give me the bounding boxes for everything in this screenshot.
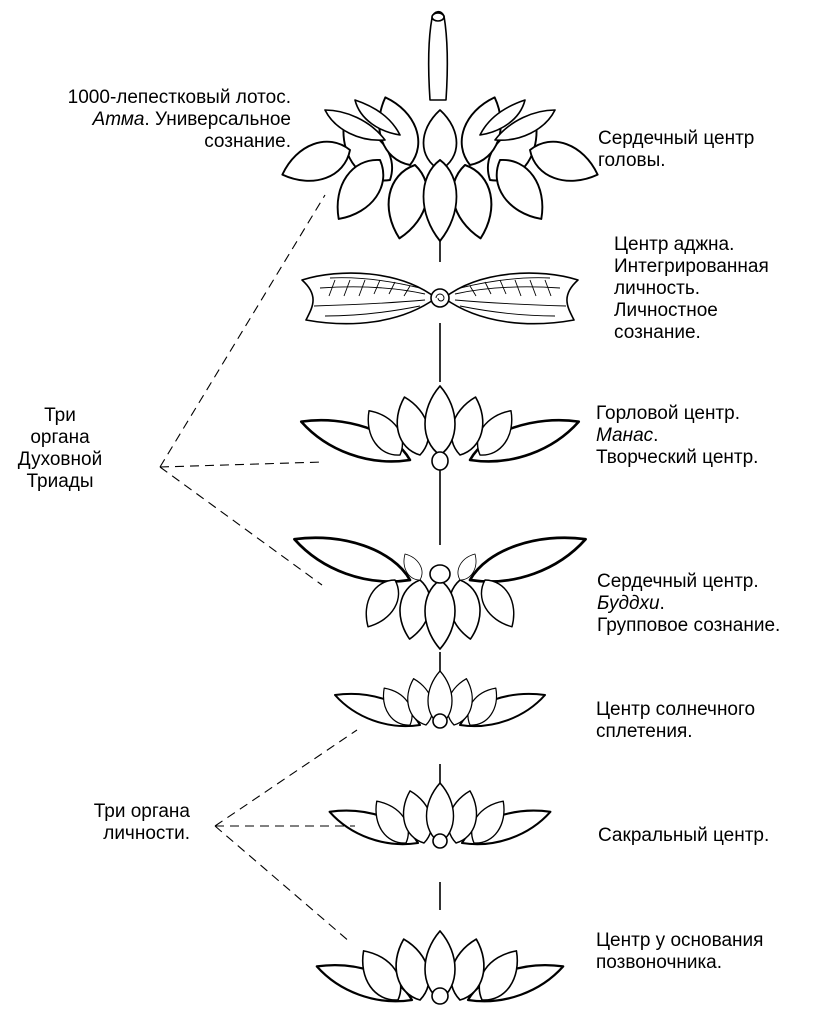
heart-lotus xyxy=(294,538,585,649)
throat-label: Горловой центр. Манас. Творческий центр. xyxy=(596,403,758,469)
heart-label: Сердечный центр. Буддхи. Групповое созна… xyxy=(597,571,780,637)
head-heart-label: Сердечный центр головы. xyxy=(598,128,754,172)
base-label: Центр у основания позвоночника. xyxy=(596,930,763,974)
crown-stem xyxy=(429,12,448,100)
triad-label: Три органа Духовной Триады xyxy=(5,405,115,493)
sacral-lotus xyxy=(330,783,551,850)
ajna-lotus xyxy=(302,273,578,324)
ajna-label: Центр аджна. Интегрированная личность. Л… xyxy=(614,234,769,344)
personality-connectors xyxy=(215,730,357,942)
crown-label: 1000-лепестковый лотос. Атма. Универсаль… xyxy=(0,87,291,153)
crown-lotus xyxy=(276,91,604,242)
base-lotus xyxy=(317,931,563,1009)
sacral-label: Сакральный центр. xyxy=(598,825,769,847)
throat-lotus xyxy=(301,386,579,470)
solar-plexus-label: Центр солнечного сплетения. xyxy=(596,699,755,743)
personality-label: Три органа личности. xyxy=(0,801,190,845)
triad-connectors xyxy=(160,195,325,585)
solar-plexus-lotus xyxy=(335,671,545,731)
